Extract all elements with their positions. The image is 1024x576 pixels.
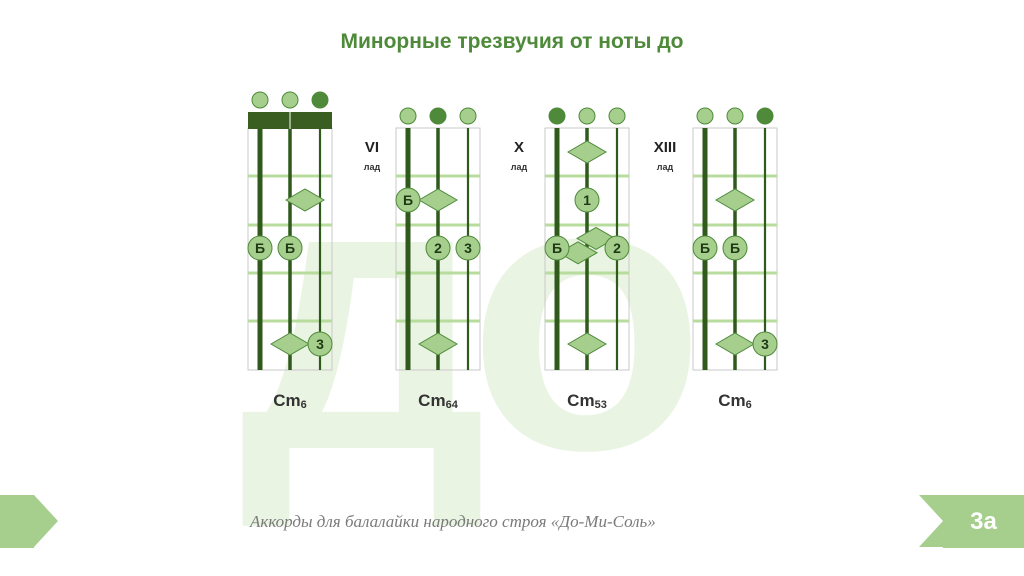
chord-name: Cm53 (567, 391, 607, 411)
finger-circle (604, 235, 630, 261)
finger-label: Б (552, 240, 562, 256)
open-string-dot (726, 107, 744, 125)
finger-label: Б (255, 240, 265, 256)
finger-label: Б (403, 192, 413, 208)
fret-diamond (418, 188, 458, 212)
finger-circle (722, 235, 748, 261)
finger-label: 3 (761, 336, 769, 352)
finger-label: 3 (464, 240, 472, 256)
fret-word-label: лад (657, 162, 674, 172)
finger-circle (425, 235, 451, 261)
fret-diamond (418, 332, 458, 356)
finger-circle (544, 235, 570, 261)
open-string-dot (311, 91, 329, 109)
open-string-dot (399, 107, 417, 125)
fret-number-label: VI (365, 139, 379, 156)
open-string-dot (756, 107, 774, 125)
finger-circle (455, 235, 481, 261)
footer-caption: Аккорды для балалайки народного строя «Д… (250, 512, 656, 531)
fret-diamond (270, 332, 310, 356)
finger-label: Б (700, 240, 710, 256)
fret-word-label: лад (364, 162, 381, 172)
open-string-dot (429, 107, 447, 125)
page-title: Минорные трезвучия от ноты до (340, 30, 684, 53)
fret-diamond (715, 188, 755, 212)
open-string-dot (251, 91, 269, 109)
open-string-dot (281, 91, 299, 109)
finger-label: 3 (316, 336, 324, 352)
open-string-dot (608, 107, 626, 125)
finger-circle (395, 187, 421, 213)
finger-label: 1 (583, 192, 591, 208)
fret-diamond (567, 140, 607, 164)
finger-circle (247, 235, 273, 261)
footer-arrow-left (34, 495, 58, 547)
page-number-badge: 3а (943, 495, 1024, 548)
footer-arrow-right (919, 495, 943, 547)
fret-diamond (567, 332, 607, 356)
fret-word-label: лад (511, 162, 528, 172)
chord-name: Cm64 (418, 391, 459, 411)
fret-number-label: XIII (654, 139, 677, 156)
open-string-dot (459, 107, 477, 125)
fret-diamond (715, 332, 755, 356)
finger-label: 2 (613, 240, 621, 256)
finger-circle (307, 331, 333, 357)
finger-circle (692, 235, 718, 261)
finger-label: Б (285, 240, 295, 256)
finger-label: 2 (434, 240, 442, 256)
fret-number-label: X (514, 139, 524, 156)
chord-name: Cm6 (718, 391, 752, 411)
open-string-dot (548, 107, 566, 125)
fret-diamond (285, 188, 325, 212)
finger-circle (752, 331, 778, 357)
open-string-dot (696, 107, 714, 125)
open-string-dot (578, 107, 596, 125)
finger-label: Б (730, 240, 740, 256)
watermark-text: до (240, 95, 706, 531)
finger-circle (277, 235, 303, 261)
footer-bar-left (0, 495, 34, 548)
chord-name: Cm6 (273, 391, 307, 411)
finger-circle (574, 187, 600, 213)
